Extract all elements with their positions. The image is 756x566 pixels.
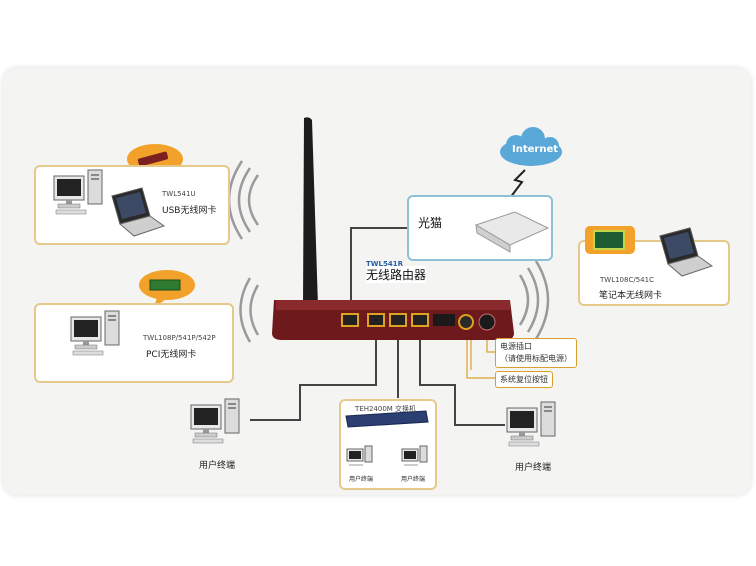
modem-label: 光猫: [418, 216, 443, 230]
laptop-card-model: TWL108C/541C: [600, 276, 654, 284]
internet-cloud: [500, 127, 562, 199]
reset-callout: 系统复位按钮: [495, 371, 553, 388]
usb-card-model: TWL541U: [162, 190, 196, 198]
router: [272, 300, 514, 340]
router-model-label: TWL541R: [366, 260, 403, 268]
switch-user-label-2: 用户终端: [401, 476, 426, 483]
internet-label: Internet: [512, 144, 559, 155]
power-note: （请使用标配电源）: [500, 354, 572, 363]
power-label: 电源插口: [500, 342, 532, 351]
router-name-label: 无线路由器: [366, 266, 427, 283]
pci-card-desc: PCI无线网卡: [146, 350, 197, 360]
pci-card-model: TWL108P/541P/542P: [143, 334, 216, 342]
router-antenna: [303, 117, 318, 306]
laptop-card-desc: 笔记本无线网卡: [599, 291, 663, 301]
wifi-signal-right: [518, 260, 550, 340]
usb-card-desc: USB无线网卡: [162, 206, 217, 216]
switch-user-label-1: 用户终端: [349, 476, 374, 483]
user-terminal-left: 用户终端: [199, 461, 236, 471]
network-cables: [250, 227, 505, 426]
pci-card-frame: [34, 303, 234, 383]
power-callout: 电源插口 （请使用标配电源）: [495, 338, 577, 368]
user-terminal-right: 用户终端: [515, 463, 552, 473]
switch-model-label: TEH2400M 交换机: [355, 405, 417, 413]
